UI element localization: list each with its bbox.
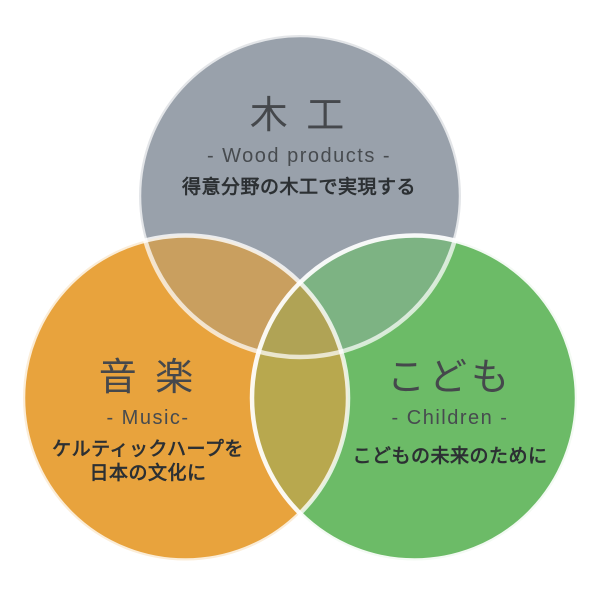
wood-music-overlap xyxy=(139,235,348,357)
children-circle-outline xyxy=(249,233,580,563)
wood-circle-outline xyxy=(136,32,464,360)
wood-children-overlap xyxy=(252,235,461,357)
music-circle-outline xyxy=(20,233,351,563)
